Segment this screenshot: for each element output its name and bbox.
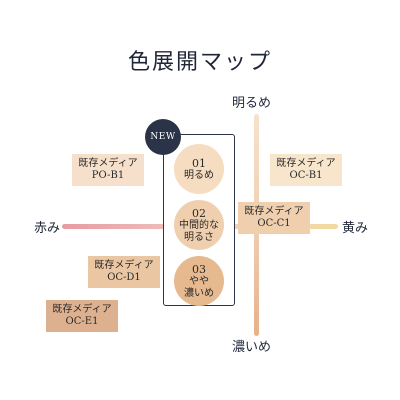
axis-label-right: 黄み (342, 221, 369, 236)
product-code: OC-C1 (257, 218, 291, 229)
page-title: 色展開マップ (127, 50, 272, 75)
product-po-b1: 既存メディア PO-B1 (72, 154, 144, 186)
product-label: 既存メディア (94, 260, 154, 271)
shade-name-line1: やや (189, 275, 209, 287)
shade-number: 03 (192, 262, 206, 276)
product-code: OC-E1 (65, 316, 99, 327)
product-code: PO-B1 (91, 170, 125, 181)
product-label: 既存メディア (52, 304, 112, 315)
product-code: OC-D1 (107, 272, 141, 283)
product-label: 既存メディア (276, 158, 336, 169)
axis-label-bottom: 濃いめ (232, 340, 272, 355)
product-oc-e1: 既存メディア OC-E1 (46, 300, 118, 332)
shade-01: 01 明るめ (174, 144, 224, 194)
shade-number: 01 (192, 156, 206, 170)
shade-02: 02 中間的な 明るさ (174, 200, 224, 250)
shade-number: 02 (192, 206, 206, 220)
shade-03: 03 やや 濃いめ (174, 256, 224, 306)
product-code: OC-B1 (289, 170, 323, 181)
product-label: 既存メディア (244, 206, 304, 217)
product-oc-c1: 既存メディア OC-C1 (238, 202, 310, 234)
shade-name-line1: 明るめ (184, 169, 214, 181)
shade-name-line1: 中間的な (179, 219, 219, 231)
product-label: 既存メディア (78, 158, 138, 169)
product-oc-b1: 既存メディア OC-B1 (270, 154, 342, 186)
shade-name-line2: 濃いめ (184, 287, 214, 299)
axis-label-left: 赤み (34, 221, 61, 236)
axis-label-top: 明るめ (232, 96, 272, 111)
shade-name-line2: 明るさ (184, 231, 214, 243)
new-badge: NEW (145, 119, 181, 155)
product-oc-d1: 既存メディア OC-D1 (88, 256, 160, 288)
